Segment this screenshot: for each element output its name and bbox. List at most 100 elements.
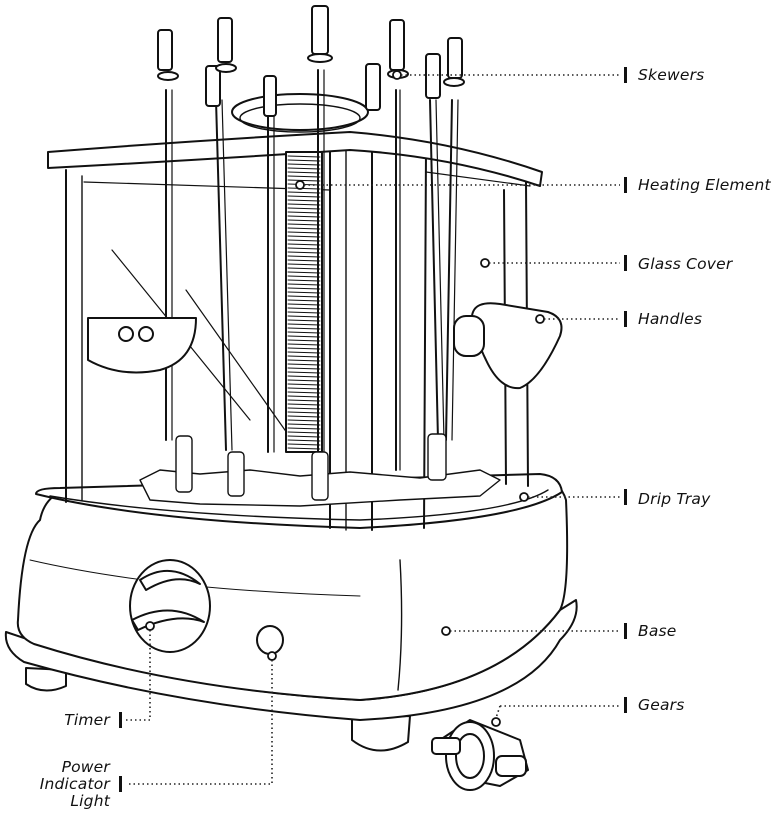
coil-ridge xyxy=(287,435,321,438)
coil-ridge xyxy=(287,399,321,402)
coil-ridge xyxy=(287,351,321,354)
leader-lines xyxy=(126,74,620,785)
coil-ridge xyxy=(287,303,321,306)
coil-ridge xyxy=(287,235,321,238)
coil-ridge xyxy=(287,219,321,222)
power-indicator-light xyxy=(256,625,284,655)
coil-ridge xyxy=(287,375,321,378)
coil-ridge xyxy=(287,159,321,162)
coil-ridge xyxy=(287,275,321,278)
label-glass-cover: Glass Cover xyxy=(638,255,733,273)
coil-ridge xyxy=(287,247,321,250)
coil-ridge xyxy=(287,171,321,174)
label-power-line-1: Power xyxy=(61,758,110,776)
coil-ridge xyxy=(287,167,321,170)
timer-knob xyxy=(129,559,211,653)
coil-ridge xyxy=(287,283,321,286)
label-drip-tray: Drip Tray xyxy=(638,490,711,508)
coil-ridge xyxy=(287,343,321,346)
label-gears: Gears xyxy=(638,696,685,714)
label-timer: Timer xyxy=(64,711,110,729)
callout-dot-heating-element xyxy=(295,180,305,190)
coil-ridge xyxy=(287,347,321,350)
coil-ridge xyxy=(287,203,321,206)
coil-ridge xyxy=(287,175,321,178)
callout-dot-base xyxy=(441,626,451,636)
coil-ridge xyxy=(287,415,321,418)
coil-ridge xyxy=(287,363,321,366)
handles xyxy=(87,302,563,390)
callout-dot-drip-tray xyxy=(519,492,529,502)
coil-ridge xyxy=(287,431,321,434)
coil-ridge xyxy=(287,191,321,194)
label-skewers: Skewers xyxy=(638,66,705,84)
skewer-tops xyxy=(157,5,465,117)
coil-ridge xyxy=(287,403,321,406)
coil-ridge xyxy=(287,267,321,270)
coil-ridge xyxy=(287,163,321,166)
coil-ridge xyxy=(287,383,321,386)
coil-ridge xyxy=(287,391,321,394)
coil-ridge xyxy=(287,379,321,382)
coil-ridge xyxy=(287,315,321,318)
callout-dot-timer xyxy=(145,621,155,631)
coil-ridge xyxy=(287,263,321,266)
label-power-line-2: Indicator xyxy=(39,775,110,793)
coil-ridge xyxy=(287,427,321,430)
coil-ridge xyxy=(287,443,321,446)
coil-ridge xyxy=(287,251,321,254)
coil-ridge xyxy=(287,371,321,374)
coil-ridge xyxy=(287,199,321,202)
coil-ridge xyxy=(287,211,321,214)
coil-ridge xyxy=(287,359,321,362)
coil-ridge xyxy=(287,355,321,358)
coil-ridge xyxy=(287,423,321,426)
coil-ridge xyxy=(287,319,321,322)
coil-ridge xyxy=(287,223,321,226)
coil-ridge xyxy=(287,195,321,198)
coil-ridge xyxy=(287,227,321,230)
coil-ridge xyxy=(287,239,321,242)
coil-ridge xyxy=(287,323,321,326)
coil-ridge xyxy=(287,207,321,210)
coil-ridge xyxy=(287,411,321,414)
coil-ridge xyxy=(287,367,321,370)
callout-bars xyxy=(119,67,627,792)
base-gears xyxy=(139,433,501,507)
label-handles: Handles xyxy=(638,310,703,328)
coil-ridge xyxy=(287,447,321,450)
coil-ridge xyxy=(287,259,321,262)
coil-ridge xyxy=(287,187,321,190)
callout-dot-handles xyxy=(535,314,545,324)
callout-dot-glass-cover xyxy=(480,258,490,268)
coil-ridge xyxy=(287,387,321,390)
coil-ridge xyxy=(287,307,321,310)
coil-ridge xyxy=(287,407,321,410)
label-power-line-3: Light xyxy=(70,792,110,810)
callout-dot-power-light xyxy=(267,651,277,661)
coil-ridge xyxy=(287,335,321,338)
callout-dot-skewers xyxy=(392,70,402,80)
coil-ridge xyxy=(287,327,321,330)
coil-ridge xyxy=(287,419,321,422)
label-base: Base xyxy=(638,622,677,640)
label-heating-element: Heating Element xyxy=(638,176,771,194)
coil-ridge xyxy=(287,271,321,274)
coil-ridge xyxy=(287,215,321,218)
coil-ridge xyxy=(287,299,321,302)
coil-ridge xyxy=(287,179,321,182)
coil-ridge xyxy=(287,255,321,258)
coil-ridge xyxy=(287,331,321,334)
gear-part xyxy=(431,719,529,791)
coil-ridge xyxy=(287,439,321,442)
base-feet xyxy=(25,667,411,752)
coil-ridge xyxy=(287,395,321,398)
coil-ridge xyxy=(287,287,321,290)
coil-ridge xyxy=(287,231,321,234)
coil-ridge xyxy=(287,311,321,314)
coil-ridge xyxy=(287,295,321,298)
callout-dot-gears xyxy=(491,717,501,727)
coil-ridge xyxy=(287,155,321,158)
skewer-rods xyxy=(165,69,459,471)
